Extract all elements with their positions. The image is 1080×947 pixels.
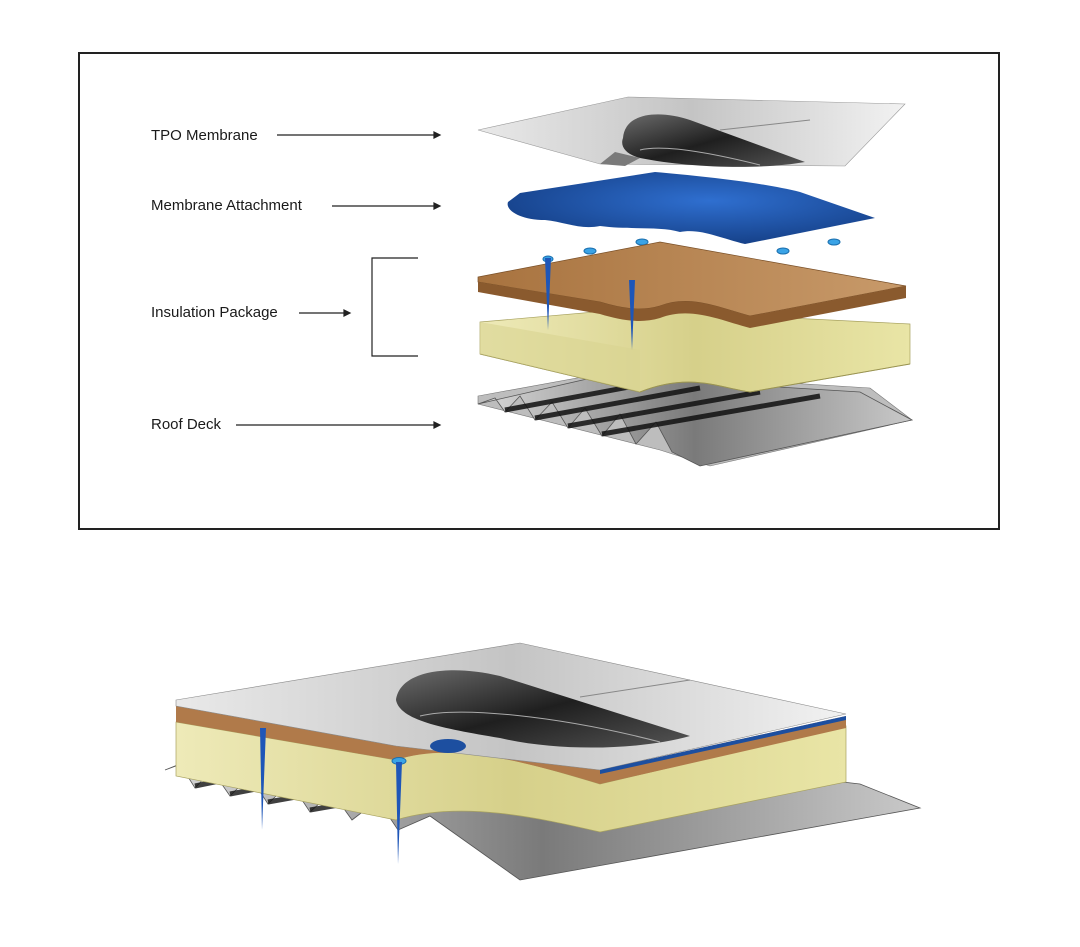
tpo-membrane-sheet bbox=[477, 96, 906, 167]
assembled-roof-view bbox=[164, 642, 922, 881]
label-roof-deck: Roof Deck bbox=[151, 416, 222, 433]
screw-icon bbox=[545, 258, 635, 350]
membrane-attachment-sheet bbox=[507, 172, 875, 244]
bracket-icon bbox=[371, 257, 418, 357]
label-tpo-membrane: TPO Membrane bbox=[151, 127, 258, 144]
label-membrane-attachment: Membrane Attachment bbox=[151, 197, 302, 214]
label-insulation-package: Insulation Package bbox=[151, 304, 278, 321]
exploded-view-frame bbox=[78, 52, 1000, 530]
cover-board bbox=[477, 241, 907, 328]
insulation-board bbox=[479, 305, 911, 393]
arrow-right-icon bbox=[236, 131, 442, 429]
roof-deck-panel bbox=[477, 371, 914, 467]
